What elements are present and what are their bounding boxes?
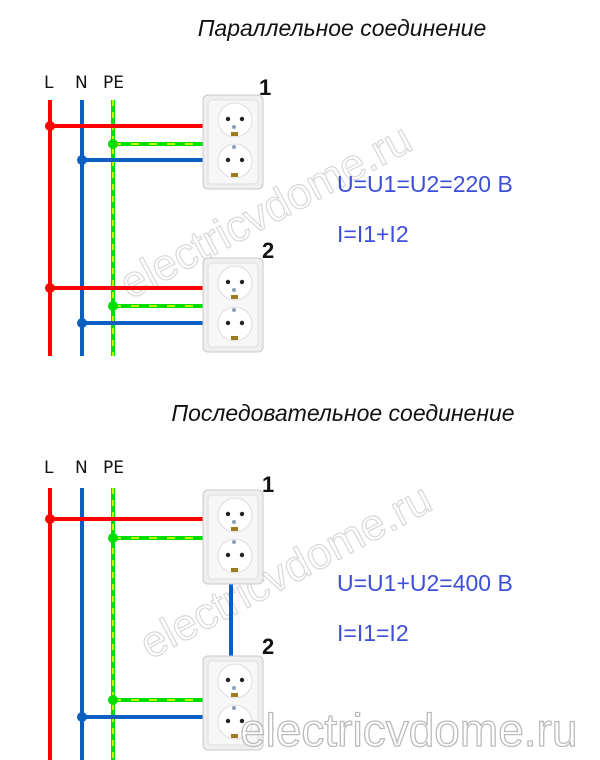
socket-1-parallel <box>202 94 264 190</box>
socket-1-number: 1 <box>262 472 274 497</box>
label-n: N <box>75 458 88 478</box>
parallel-voltage-formula: U=U1=U2=220 В <box>337 171 513 197</box>
label-pe: PE <box>103 73 124 93</box>
series-current-formula: I=I1=I2 <box>337 620 409 646</box>
socket-2-number: 2 <box>262 238 274 263</box>
series-voltage-formula: U=U1+U2=400 В <box>337 570 513 596</box>
label-pe: PE <box>103 458 124 478</box>
series-wires <box>45 488 233 760</box>
watermark-bottom: electricvdome.ru <box>240 704 577 756</box>
parallel-current-formula: I=I1+I2 <box>337 221 409 247</box>
socket-1-series <box>202 489 264 585</box>
label-l: L <box>44 458 54 478</box>
series-title: Последовательное соединение <box>171 400 514 426</box>
parallel-title: Параллельное соединение <box>198 15 486 41</box>
socket-2-parallel <box>202 257 264 353</box>
label-n: N <box>75 73 88 93</box>
parallel-wires <box>45 100 205 356</box>
socket-2-number: 2 <box>262 634 274 659</box>
socket-1-number: 1 <box>259 75 271 100</box>
label-l: L <box>44 73 54 93</box>
